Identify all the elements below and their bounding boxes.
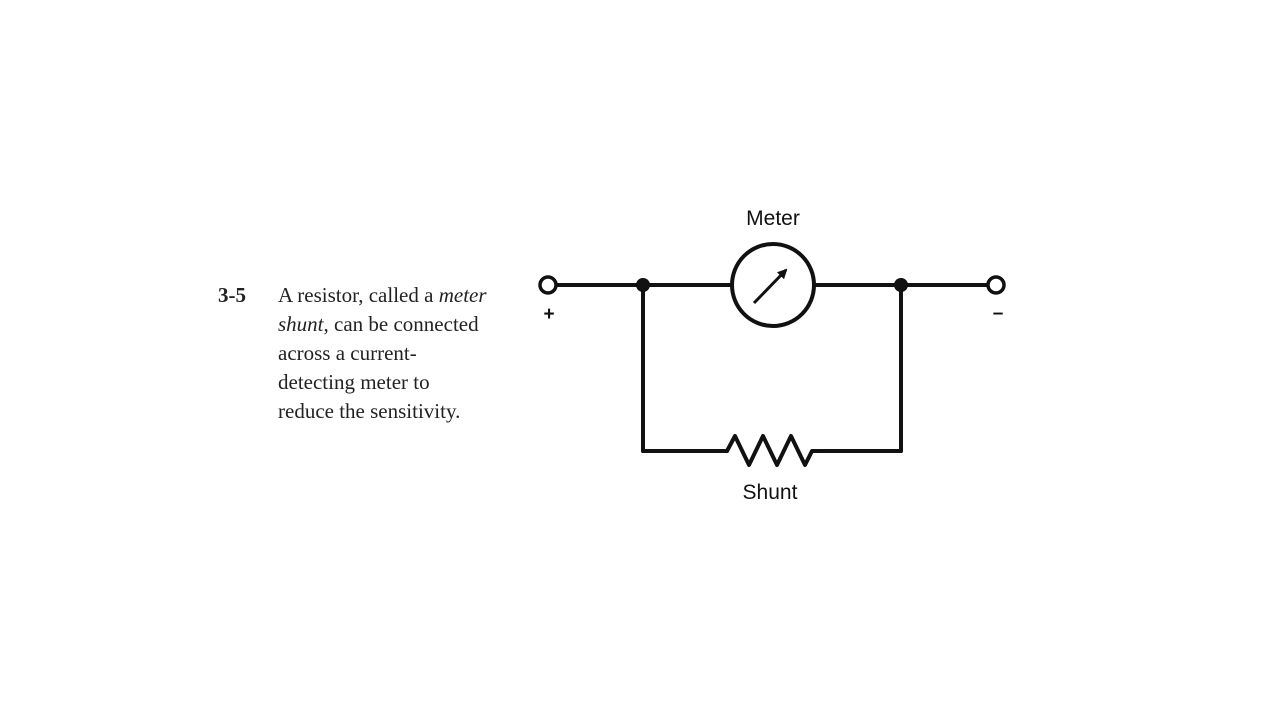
caption-line5-text: reduce the sensitivity. xyxy=(278,399,461,423)
caption-term-meter: meter xyxy=(438,283,487,307)
figure-number: 3-5 xyxy=(218,283,246,307)
caption-line2-text: , can be connected xyxy=(323,312,479,336)
minus-sign: – xyxy=(993,303,1004,324)
meter-needle-arrow-icon xyxy=(752,268,788,305)
negative-terminal xyxy=(986,275,1006,295)
caption-text: A resistor, called a meter shunt, can be… xyxy=(278,281,518,426)
caption-line4-text: detecting meter to xyxy=(278,370,430,394)
shunt-resistor-symbol xyxy=(725,434,821,467)
right-junction-dot xyxy=(894,278,908,292)
meter-label: Meter xyxy=(746,207,800,230)
left-junction-dot xyxy=(636,278,650,292)
caption-line3-text: across a current- xyxy=(278,341,417,365)
shunt-label: Shunt xyxy=(743,481,798,504)
plus-sign: + xyxy=(543,304,554,325)
caption-term-shunt: shunt xyxy=(278,312,324,336)
caption-line1-text: A resistor, called a xyxy=(278,283,439,307)
positive-terminal xyxy=(538,275,558,295)
